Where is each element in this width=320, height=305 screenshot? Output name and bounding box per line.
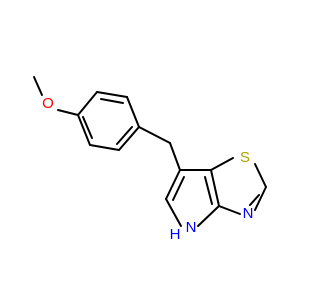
bond-c2-n <box>254 186 267 211</box>
nh-atom-label: N <box>186 219 197 236</box>
bond-methyl-o <box>33 76 43 96</box>
bond-c7a-c3a-inner <box>204 176 213 205</box>
bond-c2-n-inner <box>249 194 260 206</box>
bond-o-ring <box>57 109 79 116</box>
bond-benzene-3 <box>126 96 140 128</box>
bond-benzene-2 <box>96 91 128 98</box>
bond-c7a-c3a <box>210 169 220 207</box>
molecule-structure: O S N N H <box>33 76 267 243</box>
bond-nh-c5 <box>165 198 182 227</box>
bond-c7a-s <box>210 157 234 171</box>
bond-benzene-1 <box>77 91 98 116</box>
sulfur-atom-label: S <box>240 149 250 166</box>
nitrogen-atom-label: N <box>243 205 254 222</box>
bond-benzene-6 <box>77 114 91 146</box>
bond-c5-c7 <box>165 169 181 200</box>
bond-s-c2 <box>254 163 267 188</box>
bond-benzene-4-inner <box>116 126 133 145</box>
bond-ring-ch2 <box>138 126 171 144</box>
bond-ch2-c7 <box>169 142 181 171</box>
bond-c3a-nh <box>197 205 220 227</box>
bond-benzene-4 <box>118 126 140 151</box>
nh-hydrogen-label: H <box>170 226 181 243</box>
bond-n-c3a <box>218 205 241 215</box>
bond-benzene-6-inner <box>82 116 93 139</box>
bond-c5-c7-inner <box>172 176 185 201</box>
bonds <box>33 76 267 227</box>
oxygen-atom-label: O <box>42 95 54 112</box>
structure-canvas: O S N N H <box>33 76 267 243</box>
bond-benzene-5 <box>89 144 120 151</box>
bond-benzene-2-inner <box>100 98 124 104</box>
